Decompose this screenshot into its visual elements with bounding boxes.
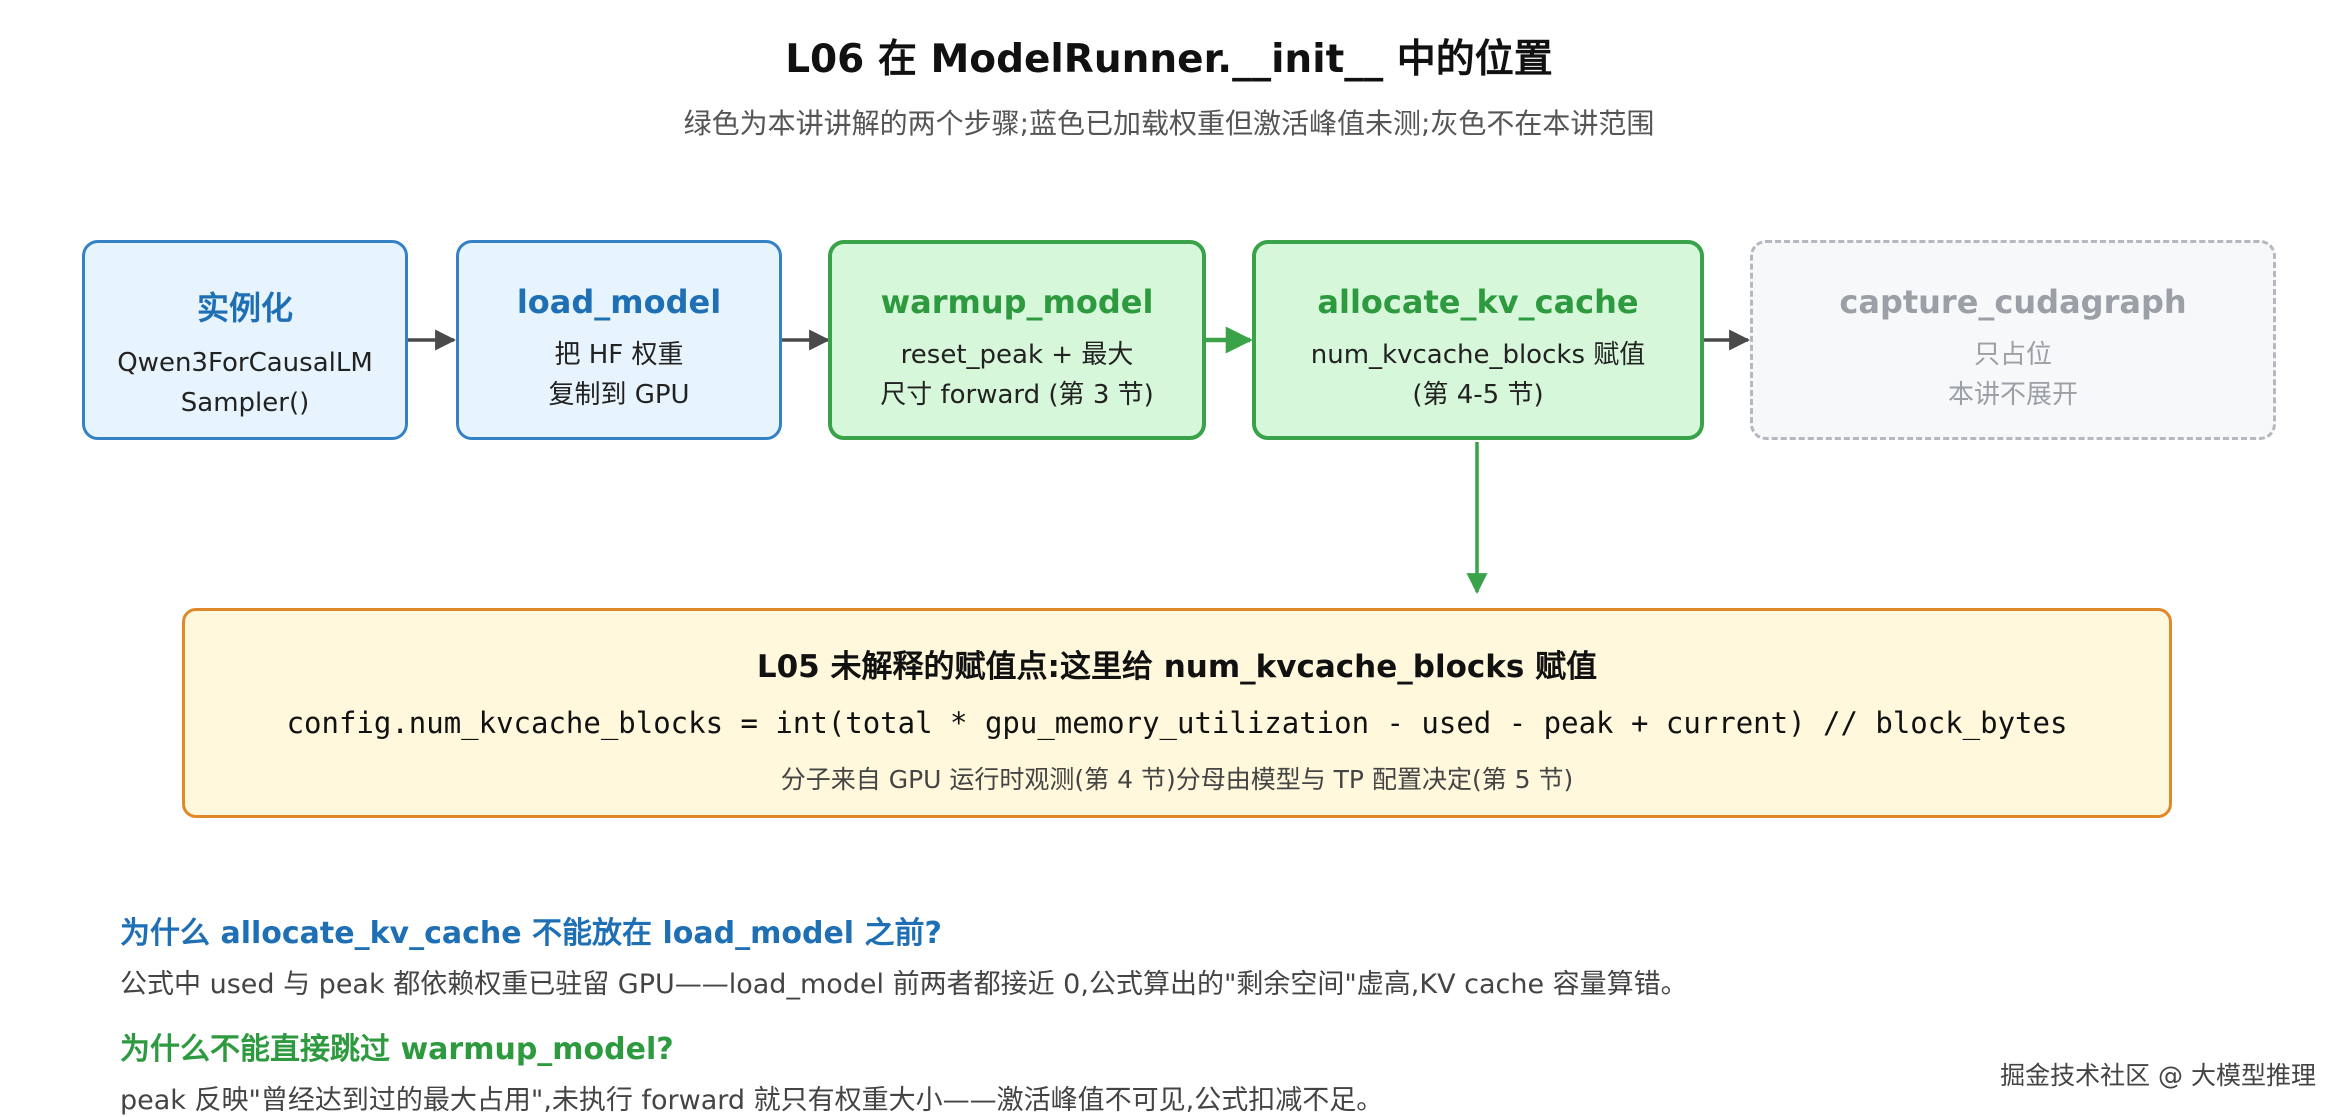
watermark: 掘金技术社区 @ 大模型推理 (2000, 1061, 2316, 1090)
question-allocate-before-load: 为什么 allocate_kv_cache 不能放在 load_model 之前… (120, 916, 942, 951)
step-capture-cudagraph-name: capture_cudagraph (1839, 283, 2187, 321)
step-warmup-model-desc-line1: reset_peak + 最大 (900, 340, 1134, 370)
diagram-subtitle: 绿色为本讲讲解的两个步骤;蓝色已加载权重但激活峰值未测;灰色不在本讲范围 (683, 107, 1655, 140)
step-instantiate-name: 实例化 (196, 289, 293, 327)
diagram-title: L06 在 ModelRunner.__init__ 中的位置 (785, 37, 1553, 82)
step-allocate-kv-cache-name: allocate_kv_cache (1317, 283, 1639, 321)
formula-note: 分子来自 GPU 运行时观测(第 4 节)分母由模型与 TP 配置决定(第 5 … (780, 765, 1574, 794)
step-allocate-kv-cache-desc-line2: (第 4-5 节) (1412, 380, 1544, 410)
step-warmup-model: warmup_model reset_peak + 最大 尺寸 forward … (828, 240, 1206, 440)
formula-code: config.num_kvcache_blocks = int(total * … (286, 706, 2068, 740)
step-capture-cudagraph-desc-line1: 只占位 (1973, 340, 2052, 370)
step-allocate-kv-cache: allocate_kv_cache num_kvcache_blocks 赋值 … (1252, 240, 1704, 440)
step-warmup-model-desc-line2: 尺寸 forward (第 3 节) (880, 380, 1154, 410)
question-skip-warmup: 为什么不能直接跳过 warmup_model? (120, 1032, 674, 1067)
answer-skip-warmup: peak 反映"曾经达到过的最大占用",未执行 forward 就只有权重大小—… (120, 1085, 1384, 1116)
step-allocate-kv-cache-desc-line1: num_kvcache_blocks 赋值 (1310, 340, 1646, 370)
step-instantiate-desc-line1: Qwen3ForCausalLM (117, 348, 373, 378)
formula-box: L05 未解释的赋值点:这里给 num_kvcache_blocks 赋值 co… (182, 608, 2172, 818)
answer-allocate-before-load: 公式中 used 与 peak 都依赖权重已驻留 GPU——load_model… (120, 969, 1688, 1000)
step-load-model-desc-line1: 把 HF 权重 (554, 340, 684, 370)
step-instantiate-desc-line2: Sampler() (180, 388, 310, 418)
formula-title: L05 未解释的赋值点:这里给 num_kvcache_blocks 赋值 (756, 649, 1598, 685)
step-warmup-model-name: warmup_model (880, 283, 1154, 321)
step-load-model-name: load_model (516, 283, 722, 321)
step-instantiate: 实例化 Qwen3ForCausalLM Sampler() (82, 240, 408, 440)
step-load-model: load_model 把 HF 权重 复制到 GPU (456, 240, 782, 440)
step-capture-cudagraph: capture_cudagraph 只占位 本讲不展开 (1750, 240, 2276, 440)
step-capture-cudagraph-desc-line2: 本讲不展开 (1947, 380, 2078, 410)
step-load-model-desc-line2: 复制到 GPU (548, 380, 690, 410)
